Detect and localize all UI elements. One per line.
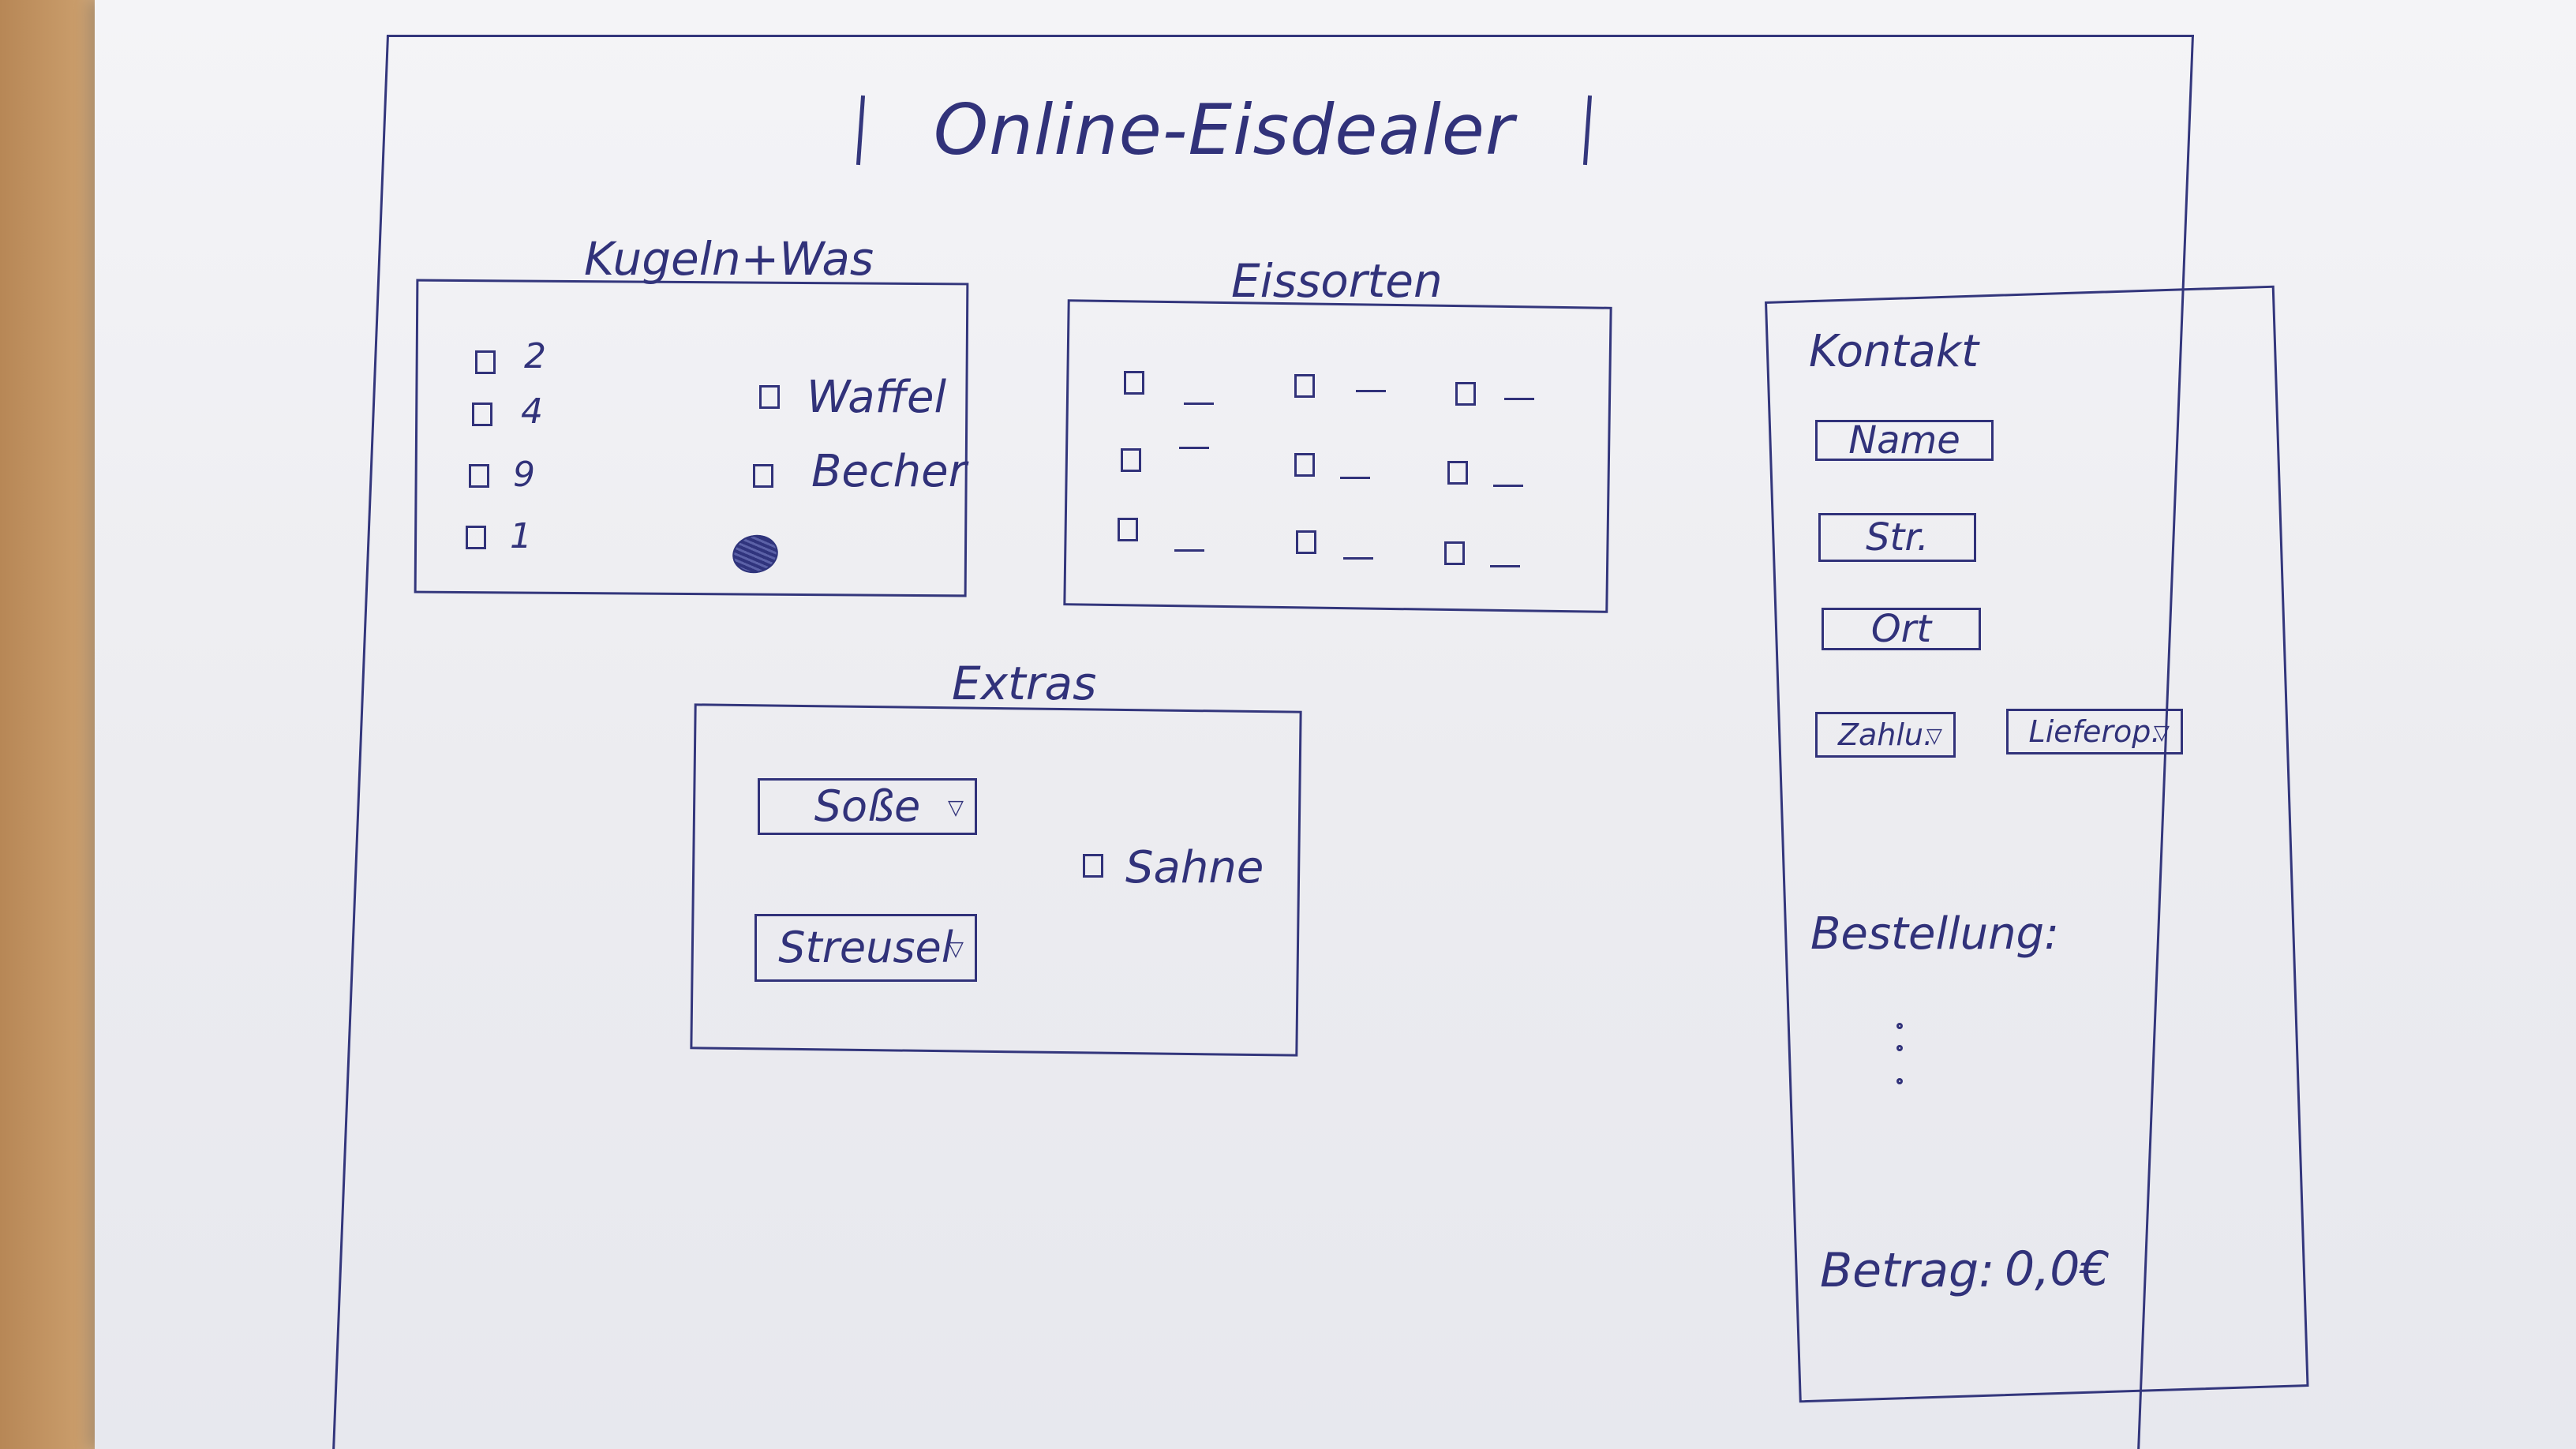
container-option-label: Waffel [807, 372, 947, 423]
indicator-dot [1896, 1078, 1903, 1084]
right-title-divider [1583, 95, 1593, 166]
container-option-checkbox[interactable] [753, 464, 773, 488]
amount-label: Betrag: [1820, 1243, 1995, 1298]
kugeln-option-label: 9 [513, 455, 535, 495]
name-field[interactable]: Name [1815, 418, 1994, 462]
city-field[interactable]: Ort [1822, 607, 1981, 651]
sketch-paper [95, 0, 2576, 1449]
page-header: Online-Eisdealer [856, 79, 1593, 182]
indicator-dot [1896, 1045, 1903, 1051]
sauce-dropdown-label: Soße [814, 781, 921, 831]
kontakt-section-label: Kontakt [1809, 326, 1979, 377]
more-items-indicator [1894, 1023, 1908, 1094]
sprinkles-dropdown[interactable]: Streusel ▽ [754, 914, 977, 982]
eissorte-option-checkbox[interactable] [1121, 448, 1141, 472]
street-field[interactable]: Str. [1818, 513, 1976, 562]
cream-checkbox[interactable] [1083, 854, 1103, 878]
eissorte-option-label [1179, 447, 1209, 449]
kugeln-option-checkbox[interactable] [466, 526, 486, 549]
eissorte-option-label [1174, 549, 1204, 552]
kugeln-option-label: 2 [524, 336, 546, 376]
kugeln-panel [414, 279, 969, 597]
eissorte-option-checkbox[interactable] [1296, 530, 1316, 554]
eissorte-option-checkbox[interactable] [1124, 371, 1144, 395]
eissorte-option-label [1504, 398, 1534, 400]
eissorte-option-checkbox[interactable] [1294, 374, 1315, 398]
eissorte-option-label [1493, 485, 1523, 487]
order-label: Bestellung: [1810, 908, 2059, 960]
kugeln-option-checkbox[interactable] [469, 464, 489, 488]
payment-dropdown[interactable]: Zahlu. ▽ [1815, 712, 1956, 758]
indicator-dot [1896, 1023, 1903, 1029]
eissorte-option-checkbox[interactable] [1294, 453, 1315, 477]
amount-value: 0,0€ [2005, 1241, 2110, 1297]
sauce-dropdown[interactable]: Soße ▽ [758, 778, 977, 835]
eissorten-section-label: Eissorten [1231, 254, 1443, 308]
page-title: Online-Eisdealer [933, 89, 1515, 170]
delivery-dropdown-label: Lieferop. [2028, 714, 2161, 749]
eissorten-panel [1063, 299, 1612, 613]
container-option-label: Becher [811, 446, 967, 497]
eissorte-option-checkbox[interactable] [1118, 518, 1138, 541]
cream-label: Sahne [1125, 842, 1264, 893]
chevron-down-icon: ▽ [1926, 724, 1942, 748]
chevron-down-icon: ▽ [948, 937, 964, 961]
container-option-checkbox[interactable] [759, 385, 780, 409]
eissorte-option-label [1184, 402, 1214, 405]
eissorte-option-label [1490, 565, 1520, 567]
eissorte-option-checkbox[interactable] [1444, 541, 1465, 565]
delivery-dropdown[interactable]: Lieferop. ▽ [2006, 709, 2183, 754]
eissorte-option-label [1356, 390, 1386, 392]
eissorte-option-label [1343, 557, 1373, 560]
kugeln-option-checkbox[interactable] [472, 402, 492, 426]
kugeln-option-label: 1 [510, 516, 532, 556]
kugeln-option-checkbox[interactable] [475, 350, 496, 374]
eissorte-option-checkbox[interactable] [1455, 382, 1476, 406]
eissorte-option-checkbox[interactable] [1447, 461, 1468, 485]
chevron-down-icon: ▽ [948, 796, 964, 820]
kugeln-option-label: 4 [521, 391, 543, 432]
sprinkles-dropdown-label: Streusel [778, 923, 953, 972]
kugeln-section-label: Kugeln+Was [584, 232, 874, 286]
eissorte-option-label [1340, 477, 1370, 479]
extras-section-label: Extras [952, 657, 1097, 710]
payment-dropdown-label: Zahlu. [1837, 717, 1934, 752]
chevron-down-icon: ▽ [2154, 721, 2170, 745]
left-title-divider [856, 95, 865, 166]
